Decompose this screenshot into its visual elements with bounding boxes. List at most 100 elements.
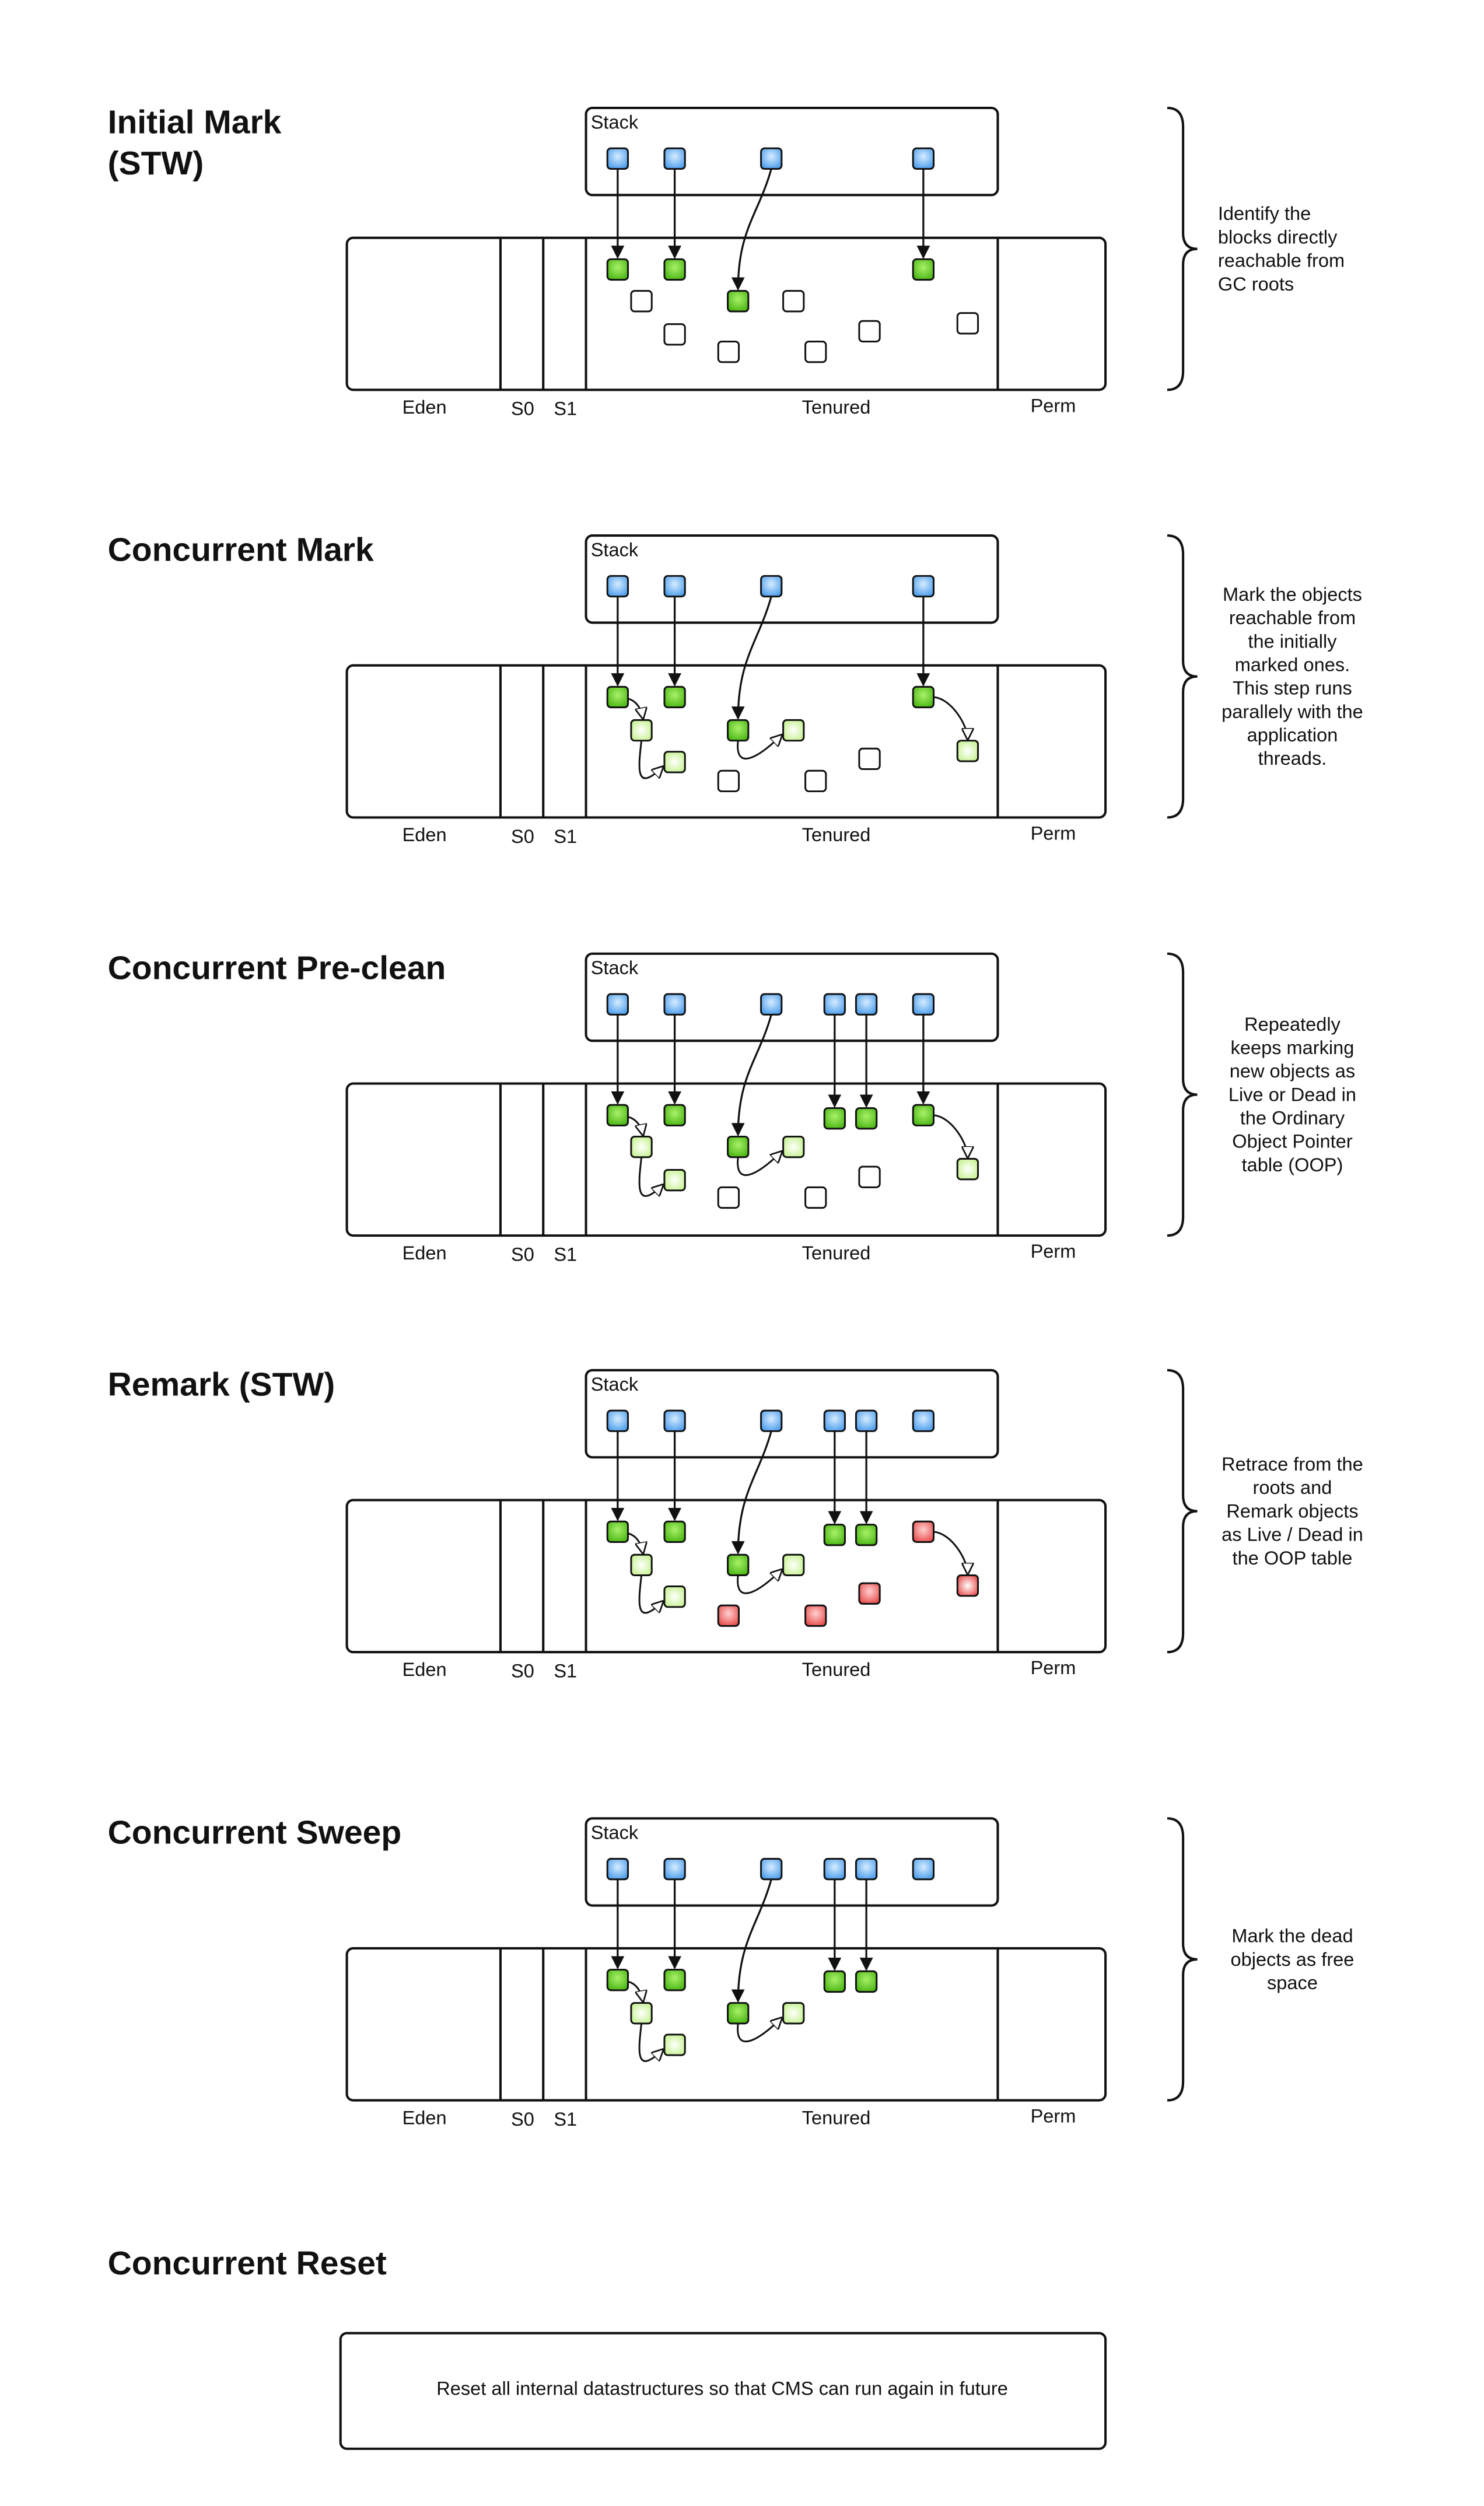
heap-box — [345, 236, 1107, 391]
region-label-perm: Perm — [1031, 1241, 1076, 1262]
region-label-eden: Eden — [402, 2107, 447, 2128]
heap-object-new-live — [630, 719, 653, 742]
reset-phase: Concurrent Reset Reset all internal data… — [108, 2245, 1107, 2450]
heap-object-live — [727, 290, 750, 313]
stack-root-object — [823, 1858, 846, 1881]
stack-root-object — [912, 1858, 935, 1881]
heap-object-unmarked — [717, 769, 740, 793]
heap-object-live — [823, 1107, 846, 1130]
heap-object-new-live — [782, 1553, 805, 1577]
phase-brace — [1167, 106, 1198, 391]
stack-box — [584, 952, 999, 1042]
region-label-s0: S0 — [511, 1661, 534, 1682]
heap-object-live — [727, 1135, 750, 1158]
root-reference-arrow — [731, 1014, 772, 1137]
heap-object-unmarked — [804, 1186, 827, 1209]
object-reference-arrow — [638, 1575, 663, 1614]
stack-root-object — [912, 993, 935, 1016]
stack-root-object — [823, 1409, 846, 1432]
heap-object-new-live — [782, 2002, 805, 2025]
stack-label: Stack — [591, 539, 639, 560]
object-reference-arrow — [638, 740, 663, 779]
root-reference-arrow — [731, 169, 772, 291]
phase-title: Concurrent Mark — [108, 531, 374, 569]
heap-object-new-live — [663, 1168, 686, 1192]
stack-box — [584, 1817, 999, 1907]
heap-object-new-live — [782, 1135, 805, 1158]
stack-root-object — [912, 1409, 935, 1432]
heap-object-live — [606, 1520, 629, 1543]
phase-title: Remark (STW) — [108, 1366, 335, 1403]
root-reference-arrow — [731, 596, 772, 720]
stack-root-object — [823, 993, 846, 1016]
object-reference-arrow — [638, 1157, 663, 1196]
stack-root-object — [760, 1409, 783, 1432]
heap-object-unmarked — [630, 290, 653, 313]
heap-object-new-live — [663, 2034, 686, 2056]
heap-object-new-live — [663, 751, 686, 774]
stack-root-object — [912, 147, 935, 170]
heap-object-live — [823, 1524, 846, 1546]
heap-object-live — [606, 1969, 629, 1992]
root-reference-arrow — [731, 1879, 772, 2003]
stack-root-object — [855, 993, 878, 1016]
heap-object-live — [855, 1970, 878, 1993]
heap-box — [345, 1499, 1107, 1654]
heap-object-dead — [956, 1574, 979, 1597]
region-label-s1: S1 — [554, 1244, 577, 1265]
heap-object-new-live — [630, 1135, 653, 1158]
region-label-perm: Perm — [1031, 395, 1076, 416]
stack-box — [584, 534, 999, 624]
heap-object-live — [855, 1524, 878, 1546]
heap-object-live — [663, 1969, 686, 1992]
region-label-perm: Perm — [1031, 1657, 1076, 1678]
heap-object-live — [606, 1104, 629, 1126]
phase-brace — [1167, 1817, 1198, 2102]
object-reference-arrow — [933, 1531, 968, 1574]
heap-object-live — [663, 685, 686, 709]
stack-root-object — [606, 147, 629, 170]
heap-object-live — [823, 1970, 846, 1993]
heap-object-live — [912, 1104, 935, 1126]
heap-object-unmarked — [858, 747, 881, 771]
region-label-perm: Perm — [1031, 822, 1076, 844]
heap-object-unmarked — [858, 320, 881, 342]
phase-brace — [1167, 534, 1198, 819]
heap-object-live — [912, 258, 935, 281]
heap-object-live — [663, 1104, 686, 1126]
heap-object-unmarked — [804, 340, 827, 363]
heap-object-unmarked — [956, 312, 979, 335]
region-label-s1: S1 — [554, 398, 577, 419]
heap-object-live — [663, 1520, 686, 1543]
heap-object-dead — [717, 1604, 740, 1627]
object-reference-arrow — [628, 1532, 643, 1553]
stack-root-object — [760, 1858, 783, 1881]
region-label-s0: S0 — [511, 1244, 534, 1265]
heap-object-new-live — [630, 1553, 653, 1577]
phase-brace — [1167, 952, 1198, 1237]
stack-root-object — [760, 147, 783, 170]
heap-box — [345, 1947, 1107, 2102]
heap-object-unmarked — [663, 323, 686, 346]
stack-root-object — [855, 1409, 878, 1432]
stack-root-object — [663, 1858, 686, 1881]
phase-title: Concurrent Pre-clean — [108, 949, 446, 986]
region-label-eden: Eden — [402, 1242, 447, 1264]
reset-box — [339, 2332, 1107, 2450]
heap-object-live — [663, 258, 686, 281]
stack-root-object — [663, 575, 686, 598]
region-label-s0: S0 — [511, 398, 534, 419]
heap-object-unmarked — [858, 1166, 881, 1188]
stack-box — [584, 106, 999, 197]
heap-object-new-live — [630, 2002, 653, 2025]
heap-object-live — [727, 1553, 750, 1577]
